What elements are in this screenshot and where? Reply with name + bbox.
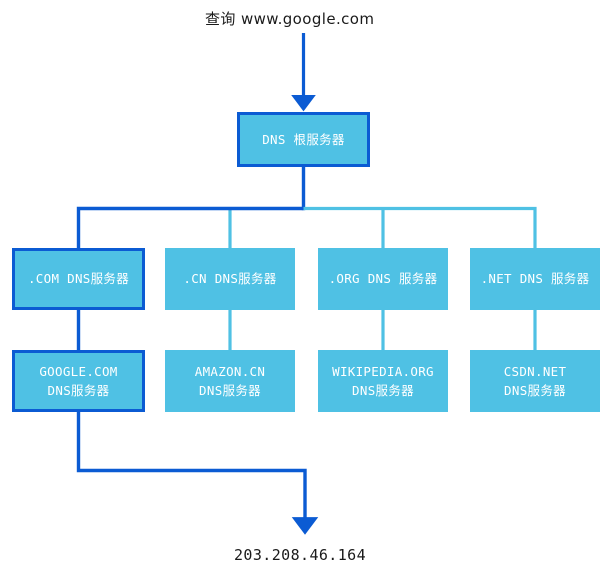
node-label-line2: DNS服务器 (199, 383, 261, 398)
node-label-line2: DNS服务器 (47, 383, 110, 398)
wire-bus-active-com (76, 206, 304, 248)
node-authoritative-google-com[interactable]: GOOGLE.COM DNS服务器 (12, 350, 145, 412)
node-label: .ORG DNS 服务器 (328, 271, 438, 287)
node-label: .CN DNS服务器 (183, 271, 277, 287)
node-tld-com[interactable]: .COM DNS服务器 (12, 248, 145, 310)
node-label: .COM DNS服务器 (27, 271, 129, 287)
result-ip-label: 203.208.46.164 (234, 546, 367, 564)
node-authoritative-csdn-net[interactable]: CSDN.NET DNS服务器 (470, 350, 600, 412)
node-label-line1: GOOGLE.COM (39, 363, 118, 379)
query-label: 查询 www.google.com (205, 10, 375, 28)
node-tld-org[interactable]: .ORG DNS 服务器 (318, 248, 448, 310)
node-tld-cn[interactable]: .CN DNS服务器 (165, 248, 295, 310)
node-label-line1: AMAZON.CN (194, 363, 266, 379)
node-authoritative-wikipedia-org[interactable]: WIKIPEDIA.ORG DNS服务器 (318, 350, 448, 412)
node-label-line2: DNS服务器 (504, 383, 566, 398)
node-label-line2: DNS服务器 (352, 383, 414, 398)
wire-tld-to-authoritative (76, 310, 537, 350)
node-label: .NET DNS 服务器 (480, 271, 590, 287)
node-label-line1: CSDN.NET (503, 363, 567, 379)
wire-answer-to-result (76, 412, 319, 535)
node-label-line1: WIKIPEDIA.ORG (332, 363, 434, 379)
node-authoritative-amazon-cn[interactable]: AMAZON.CN DNS服务器 (165, 350, 295, 412)
wire-bus-inactive (228, 206, 537, 248)
node-tld-net[interactable]: .NET DNS 服务器 (470, 248, 600, 310)
node-label: DNS 根服务器 (262, 131, 345, 147)
node-dns-root-server[interactable]: DNS 根服务器 (237, 112, 370, 167)
